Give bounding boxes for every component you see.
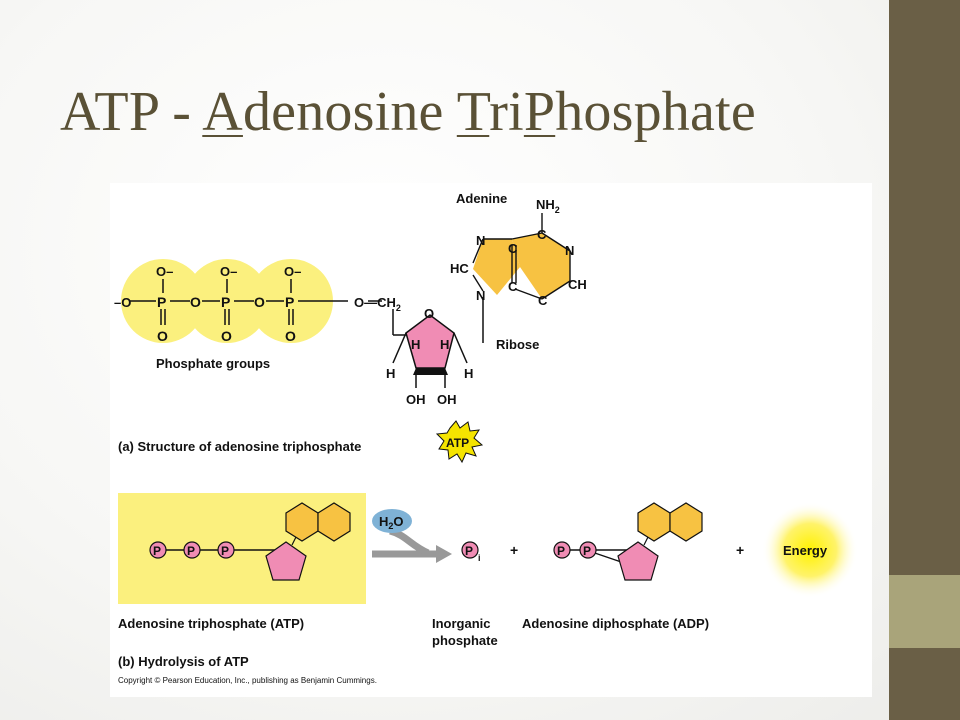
water-label: H2O [379,514,404,531]
water-molecule-badge [372,509,412,533]
ribose-pentagon-icon [617,541,659,581]
phosphate-chain-label: –O [114,295,131,310]
ribose-ring [405,314,455,369]
adenine-atom: C [508,279,518,294]
atp-molecule-icon: P P P [149,502,351,581]
ribose-hydroxyl: OH [406,392,426,407]
phosphate-icon [183,541,201,559]
oxygen-anion: O– [284,264,301,279]
phosphate-symbol: P [557,544,565,558]
ribose-hydrogen: H [464,366,473,381]
ribose-bold-edge [413,368,448,375]
phosphorus-atom: P [285,294,294,310]
phosphate-groups-label: Phosphate groups [156,356,270,371]
adenine-hexagon-icon [637,502,671,542]
oxygen-anion: O– [220,264,237,279]
title-letter-t: T [456,81,490,143]
oxygen-atom: O [254,294,265,310]
atp-diagram-svg: –O P O P O P O– O– O– O O O Phosphate gr… [114,191,858,685]
oxygen-double-bond: O [285,328,296,344]
title-part: denosine [242,81,457,143]
structure-caption: (a) Structure of adenosine triphosphate [118,439,361,454]
oxygen-atom: O [190,294,201,310]
ch2-label: O—CH2 [354,295,401,313]
adenine-atom: CH [568,277,587,292]
ribose-hydrogen: H [411,337,420,352]
phosphate-bonds [130,279,484,343]
atp-starburst [435,420,484,464]
ribose-pentagon-icon [265,541,307,581]
adenine-atom: C [508,241,518,256]
inorganic-phosphate-label: phosphate [432,633,498,648]
adenine-atom: N [476,233,485,248]
ribose-oxygen: O [424,306,434,321]
phosphorus-atom: P [157,294,166,310]
phosphate-symbol: P [465,544,473,558]
title-part: hosphate [555,81,756,143]
phosphate-symbol: P [221,544,229,558]
inorganic-subscript: i [478,553,481,563]
oxygen-double-bond: O [221,328,232,344]
slide-title: ATP - Adenosine TriPhosphate [60,80,756,144]
phosphate-icon [579,541,597,559]
phosphate-circle [185,259,269,343]
copyright-notice: Copyright © Pearson Education, Inc., pub… [118,676,377,685]
ribose-hydrogen: H [440,337,449,352]
phosphorus-atom: P [221,294,230,310]
title-part: ri [489,81,524,143]
adenine-atom: C [538,293,548,308]
adenine-atom: HC [450,261,469,276]
phosphate-icon [217,541,235,559]
ribose-label: Ribose [496,337,539,352]
phosphate-symbol: P [153,544,161,558]
title-letter-a: A [202,81,243,143]
adenine-six-ring [512,233,570,299]
phosphate-icon [553,541,571,559]
adp-molecule-icon: P P [553,502,703,581]
plus-sign: + [736,542,744,558]
phosphate-icon [461,541,479,559]
phosphate-symbol: P [583,544,591,558]
title-letter-p: P [523,81,556,143]
phosphate-circle [249,259,333,343]
ribose-hydrogen: H [386,366,395,381]
adenine-five-ring [473,239,520,295]
energy-label: Energy [783,543,828,558]
oxygen-anion: O– [156,264,173,279]
adenine-atom: N [565,243,574,258]
ribose-hydroxyl: OH [437,392,457,407]
plus-sign: + [510,542,518,558]
title-prefix: ATP - [60,81,203,143]
adenine-hexagon-icon [317,502,351,542]
sidebar-accent-block [889,575,960,648]
adenine-bonds [472,213,571,300]
adenine-label: Adenine [456,191,507,206]
inorganic-phosphate-label: Inorganic [432,616,491,631]
phosphate-icon [149,541,167,559]
phosphate-circle [121,259,205,343]
phosphate-symbol: P [187,544,195,558]
amine-group: NH2 [536,197,560,215]
atp-badge-label: ATP [446,436,469,450]
atp-label: Adenosine triphosphate (ATP) [118,616,304,631]
hydrolysis-panel: P P P H2O P i + P P [118,493,858,685]
oxygen-double-bond: O [157,328,168,344]
structure-panel: –O P O P O P O– O– O– O O O Phosphate gr… [114,191,587,464]
adenine-atom: C [537,227,547,242]
ribose-h-bonds [392,332,468,388]
hydrolysis-caption: (b) Hydrolysis of ATP [118,654,249,669]
adenine-hexagon-icon [669,502,703,542]
adenine-atom: N [476,288,485,303]
water-arrow [388,527,430,557]
energy-glow [762,502,858,598]
reaction-arrowhead [436,545,452,563]
atp-figure: –O P O P O P O– O– O– O O O Phosphate gr… [110,183,872,697]
adp-label: Adenosine diphosphate (ADP) [522,616,709,631]
